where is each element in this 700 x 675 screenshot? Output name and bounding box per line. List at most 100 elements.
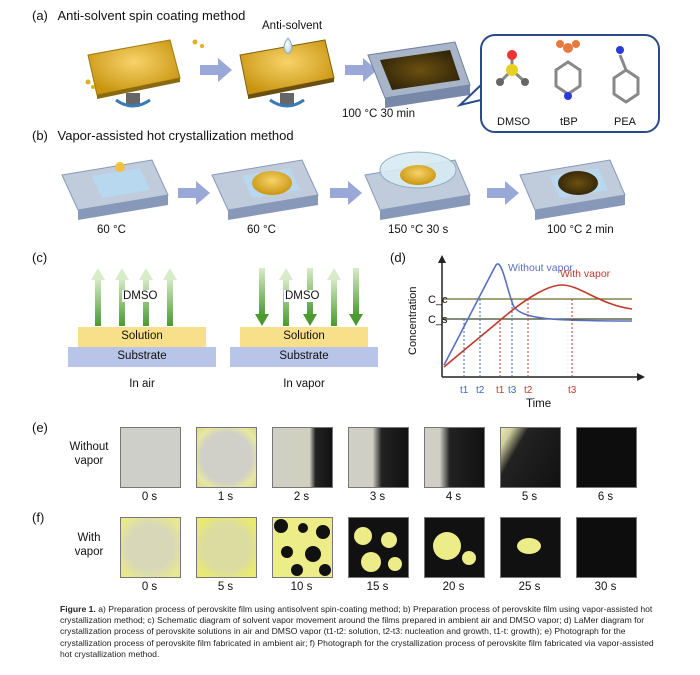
x-axis-label: Time	[526, 398, 551, 410]
photo-f-1	[196, 517, 257, 578]
panel-d-label: (d)	[390, 250, 406, 265]
tick-label-b-t2: t2	[476, 385, 485, 396]
lamer-chart: Without vapor With vapor C_c C_s Concent…	[407, 255, 645, 410]
solution-label-air: Solution	[121, 330, 163, 342]
panel-a-title-row: (a) Anti-solvent spin coating method	[32, 8, 245, 23]
photo-f-5	[500, 517, 561, 578]
time-f-3: 15 s	[366, 581, 389, 593]
step-label-4: 100 °C 2 min	[547, 224, 614, 236]
step-label-1: 60 °C	[97, 224, 126, 236]
in-air-label: In air	[129, 378, 155, 390]
panel-b-plate-1	[61, 159, 169, 220]
arrow-b1	[178, 181, 210, 205]
step-label-3: 150 °C 30 s	[388, 224, 449, 236]
photo-e-6	[576, 427, 637, 488]
time-e-4: 4 s	[445, 491, 462, 503]
molecule-label-pea: PEA	[614, 116, 637, 128]
tick-label-r-t1: t1	[496, 385, 505, 396]
arrow-a1	[200, 58, 232, 82]
time-f-6: 30 s	[594, 581, 617, 593]
substrate-layer-vapor	[230, 347, 378, 367]
molecule-label-dmso: DMSO	[497, 116, 530, 128]
arrow-b3	[487, 181, 519, 205]
row-label-without-vapor: Without vapor	[62, 440, 116, 468]
arrow-b2	[330, 181, 362, 205]
hotplate-a	[367, 41, 471, 108]
figure-caption: Figure 1. a) Preparation process of pero…	[60, 604, 660, 660]
y-axis-label: Concentration	[407, 287, 419, 356]
annealing-condition-a: 100 °C 30 min	[342, 108, 415, 120]
solution-layer-air	[78, 327, 206, 347]
substrate-label-vapor: Substrate	[279, 350, 329, 362]
time-e-2: 2 s	[293, 491, 310, 503]
panel-b-plate-4	[519, 159, 626, 220]
time-f-4: 20 s	[442, 581, 465, 593]
substrate-layer-air	[68, 347, 216, 367]
photo-e-3	[348, 427, 409, 488]
substrate-label-air: Substrate	[117, 350, 167, 362]
y-axis-arrow	[438, 255, 446, 263]
air-arrows	[91, 268, 177, 326]
row-label-with-2: vapor	[74, 546, 104, 558]
panel-b-plate-2	[211, 159, 319, 220]
tick-label-r-t2: t2	[524, 385, 533, 396]
photo-f-2-spots	[274, 519, 331, 576]
time-f-0: 0 s	[141, 581, 158, 593]
panel-f-label: (f)	[32, 510, 45, 525]
solution-layer-vapor	[240, 327, 368, 347]
time-e-1: 1 s	[217, 491, 234, 503]
step-label-2: 60 °C	[247, 224, 276, 236]
label-cc: C_c	[428, 294, 448, 306]
time-e-3: 3 s	[369, 491, 386, 503]
photo-f-0	[120, 517, 181, 578]
series-with-vapor	[443, 284, 633, 368]
panel-b-plate-3	[364, 151, 471, 220]
legend-with-vapor: With vapor	[560, 268, 611, 280]
time-f-5: 25 s	[518, 581, 541, 593]
panel-e-label: (e)	[32, 420, 48, 435]
photo-f-4	[424, 517, 485, 578]
panel-c-label: (c)	[32, 250, 48, 265]
label-cs: C_s	[428, 314, 448, 326]
dmso-label-vapor: DMSO	[284, 290, 321, 302]
time-f-2: 10 s	[290, 581, 313, 593]
spin-plate-1	[85, 39, 204, 108]
dmso-label-air: DMSO	[122, 290, 159, 302]
panel-b-label: (b)	[32, 128, 48, 143]
time-e-6: 6 s	[597, 491, 614, 503]
photo-e-4	[424, 427, 485, 488]
x-axis-arrow	[637, 373, 645, 381]
panel-a-label: (a)	[32, 8, 48, 23]
tick-label-b-t1: t1	[460, 385, 469, 396]
photo-f-4-spots	[433, 532, 476, 565]
time-f-1: 5 s	[217, 581, 234, 593]
solution-label-vapor: Solution	[283, 330, 325, 342]
photo-e-2	[272, 427, 333, 488]
tick-label-b-t3: t3	[508, 385, 517, 396]
time-e-5: 5 s	[521, 491, 538, 503]
photo-e-5	[500, 427, 561, 488]
in-vapor-label: In vapor	[283, 378, 325, 390]
series-without-vapor	[443, 263, 633, 366]
panel-c-diagram	[68, 268, 378, 367]
antisolvent-label: Anti-solvent	[262, 20, 323, 32]
molecules-box	[456, 34, 660, 133]
molecule-label-tbp: tBP	[560, 116, 578, 128]
photo-f-3	[348, 517, 409, 578]
panel-a-b-illustration	[61, 34, 660, 220]
panel-b-title: Vapor-assisted hot crystallization metho…	[57, 128, 294, 143]
tick-label-r-t3: t3	[568, 385, 577, 396]
caption-figure-number: Figure 1.	[60, 604, 96, 614]
photo-f-6	[576, 517, 637, 578]
row-label-with-vapor: With vapor	[62, 531, 116, 559]
time-e-0: 0 s	[141, 491, 158, 503]
row-label-without-2: vapor	[74, 455, 104, 467]
photo-f-2	[272, 517, 333, 578]
photo-e-1	[196, 427, 257, 488]
caption-text: a) Preparation process of perovskite fil…	[60, 604, 654, 659]
photo-f-3-spots	[354, 527, 402, 572]
panel-a-title: Anti-solvent spin coating method	[57, 8, 246, 23]
legend-without-vapor: Without vapor	[508, 262, 573, 274]
row-label-with-1: With	[77, 532, 101, 544]
photo-e-0	[120, 427, 181, 488]
